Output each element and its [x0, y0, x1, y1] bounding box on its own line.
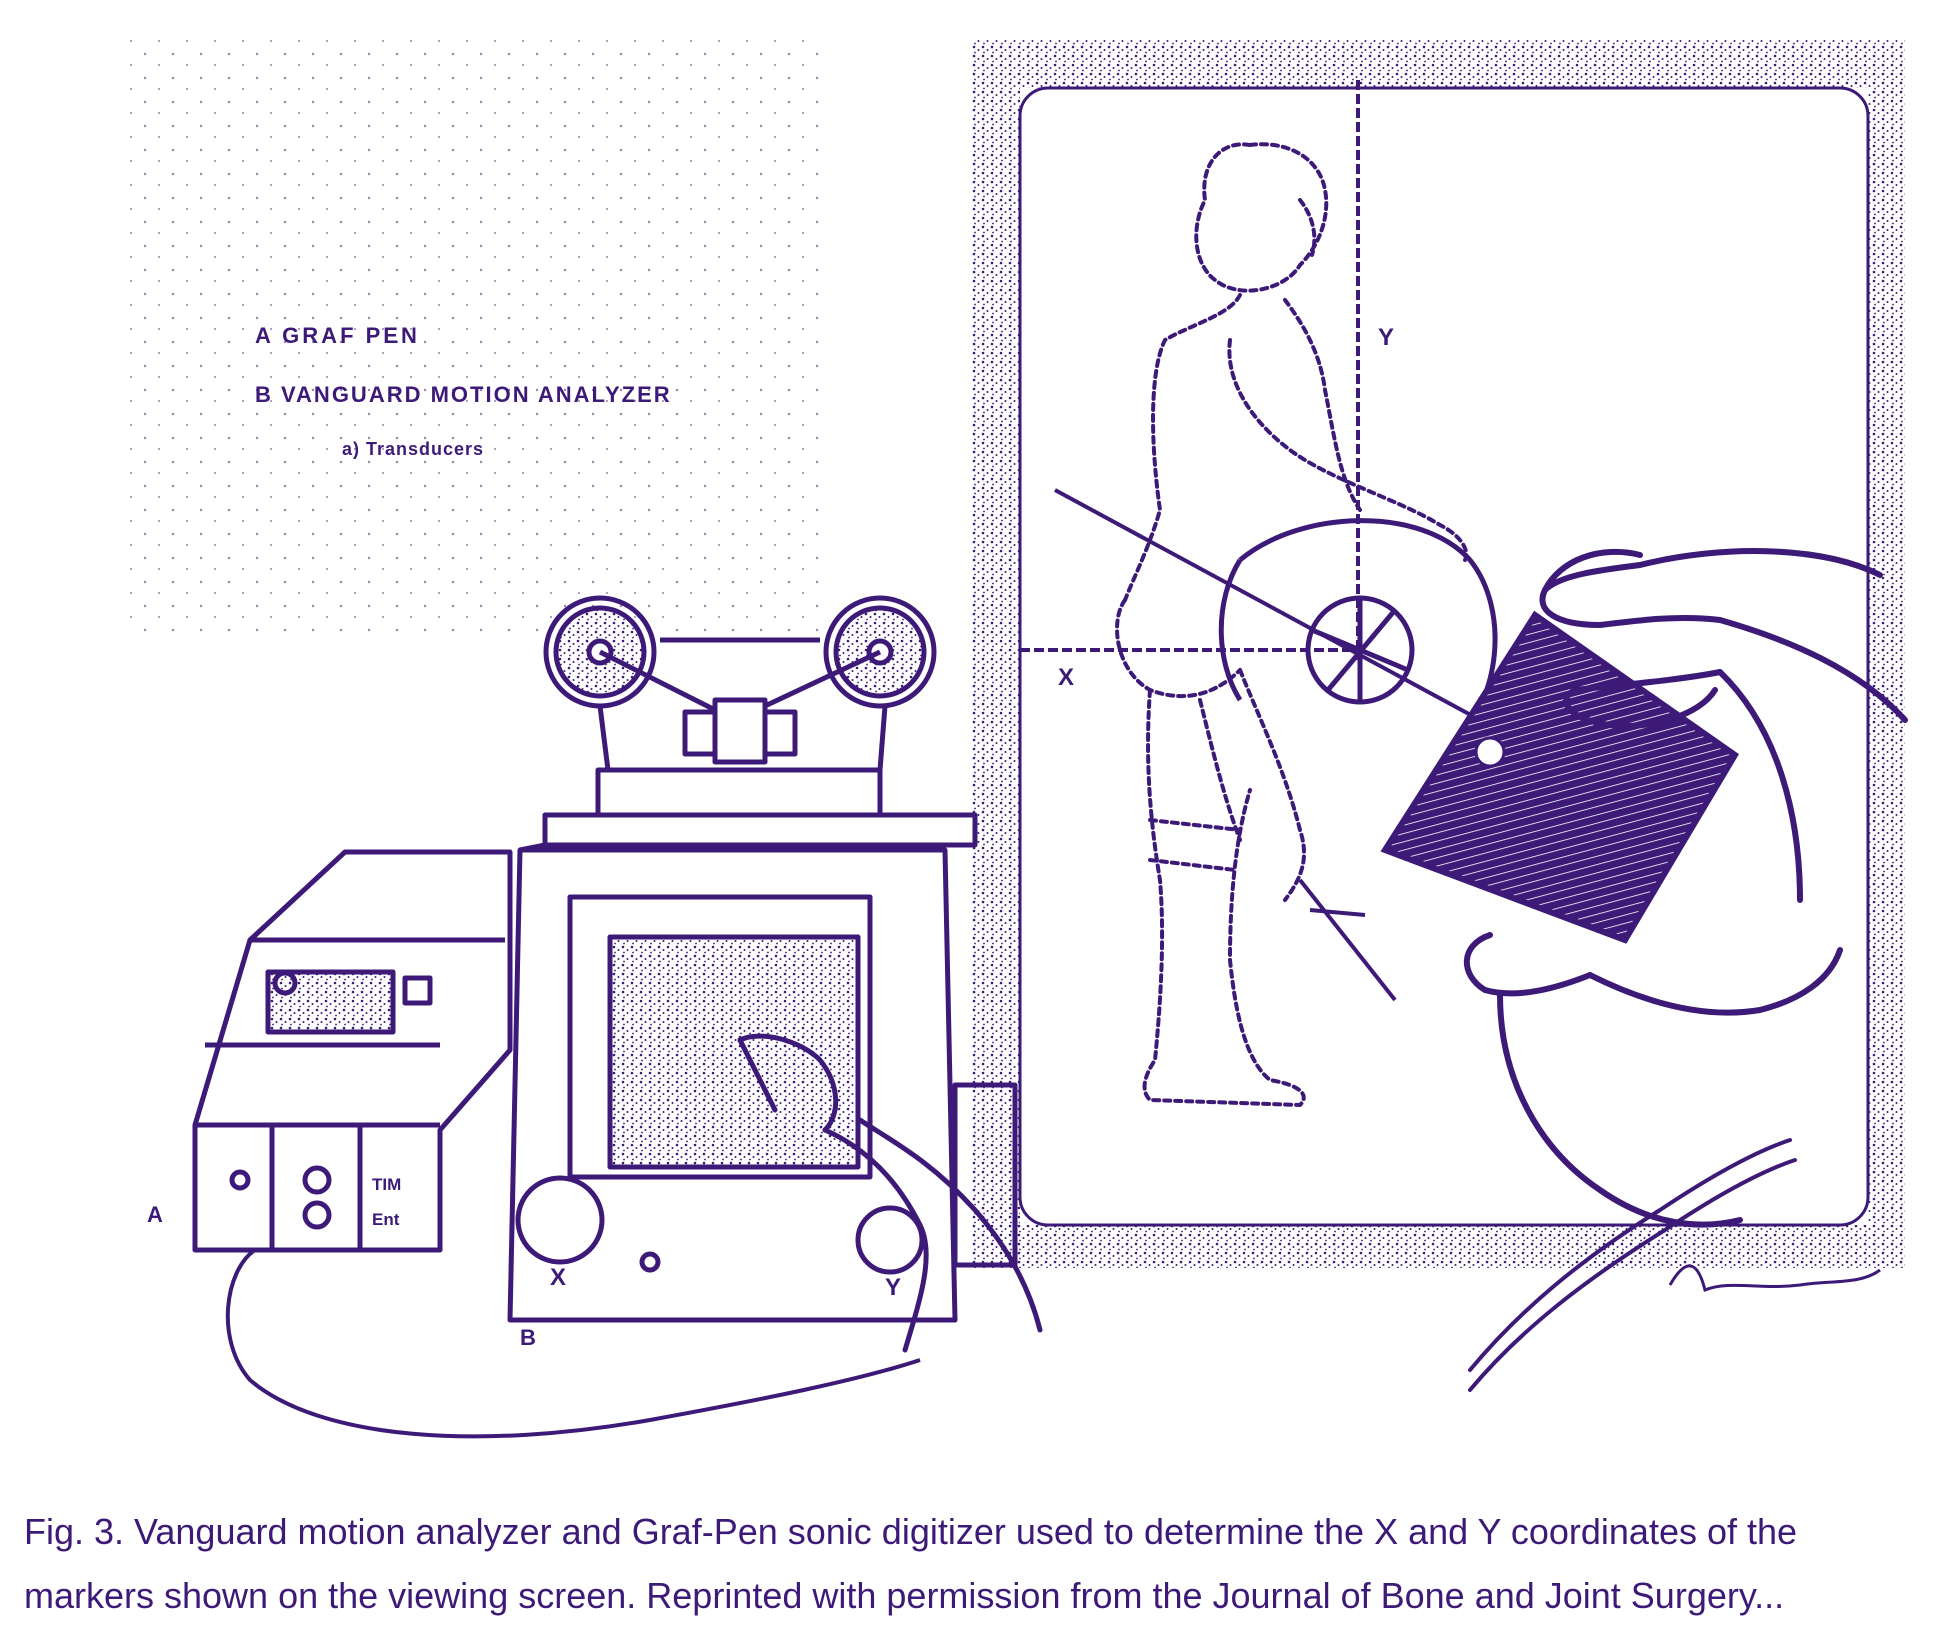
motion-analyzer — [507, 595, 1018, 1323]
knob-y-label: Y — [885, 1274, 901, 1301]
hip-marker — [1305, 595, 1415, 705]
panel-bottom-label: Ent — [372, 1210, 400, 1229]
legend-line-b: B VANGUARD MOTION ANALYZER — [255, 382, 672, 407]
label-a: A — [147, 1202, 163, 1227]
x-axis-label: X — [1058, 664, 1074, 691]
figure-illustration: Y X — [130, 40, 1908, 1439]
label-b: B — [520, 1325, 536, 1350]
artist-signature — [1668, 1264, 1881, 1293]
legend-line-a: A GRAF PEN — [255, 323, 420, 348]
y-axis-label: Y — [1378, 324, 1394, 351]
panel-top-label: TIM — [372, 1175, 401, 1194]
background-speckle — [130, 40, 830, 640]
knob-x-label: X — [550, 1264, 566, 1291]
legend-line-b-sub: a) Transducers — [342, 439, 484, 459]
viewing-screen-border — [972, 40, 1905, 1268]
marker-lines — [1054, 488, 1498, 1002]
operator-hands — [1463, 548, 1908, 1392]
figure-caption: Fig. 3. Vanguard motion analyzer and Gra… — [24, 1511, 1798, 1616]
graf-pen-unit — [192, 849, 921, 1439]
walking-figure — [1115, 142, 1469, 1108]
graf-pen-puck — [1380, 610, 1740, 944]
figure-legend: A GRAF PEN B VANGUARD MOTION ANALYZER a)… — [255, 323, 672, 459]
viewing-screen — [972, 40, 1905, 1268]
pen-hand — [737, 1033, 1043, 1353]
